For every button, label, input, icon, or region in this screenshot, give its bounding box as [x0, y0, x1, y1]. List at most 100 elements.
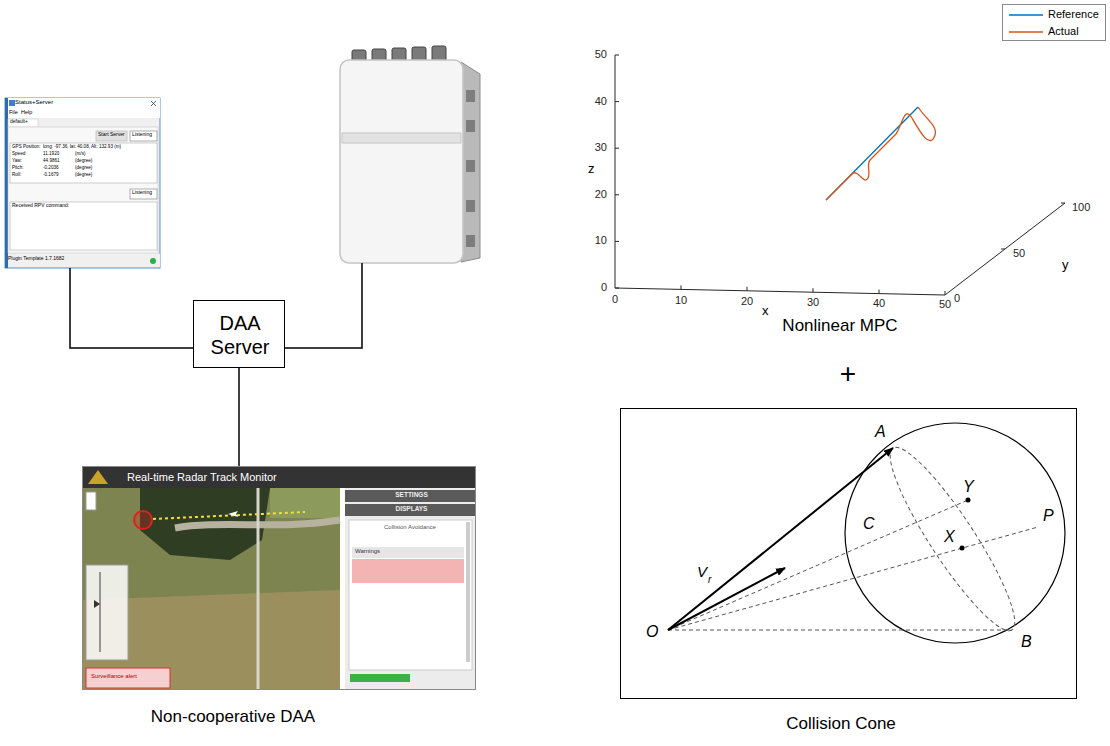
radar-device	[466, 235, 475, 247]
legend-text: Actual	[1048, 25, 1079, 38]
menu-item: Help	[21, 109, 32, 115]
collision-cone-drawing	[875, 436, 1031, 642]
figure-caption: Collision Cone	[741, 714, 941, 734]
mpc-plot	[681, 285, 945, 295]
server-window-screenshot	[151, 101, 156, 106]
radar-device	[340, 60, 463, 263]
legend-samples	[1003, 5, 1047, 41]
server-window-screenshot	[5, 98, 160, 268]
radar-track-monitor-screenshot	[86, 492, 96, 510]
radar-track-monitor-screenshot	[134, 511, 152, 529]
radar-track-monitor-screenshot	[82, 488, 340, 690]
radar-track-monitor-screenshot	[82, 466, 476, 690]
figure-caption: Non-cooperative DAA	[133, 707, 333, 727]
radar-track-monitor-screenshot	[352, 547, 464, 558]
box-label: DAA Server	[198, 311, 282, 359]
field-name: Yaw:	[12, 158, 22, 163]
field-unit: (m/s)	[75, 151, 85, 156]
tick-label: 50	[1013, 247, 1025, 260]
status-field: Listening	[132, 190, 152, 196]
radar-track-monitor-screenshot	[349, 520, 472, 670]
field-value: long: -97.36, lat: 40.08, Alt: 132.93 (m…	[43, 144, 121, 149]
monitor-window: Real-time Radar Track MonitorSETTINGSDIS…	[82, 466, 476, 690]
collision-cone-drawing	[668, 448, 893, 630]
connector-line	[70, 268, 193, 348]
tick-label: 0	[587, 281, 607, 294]
field-name: Received RPV command:	[12, 203, 69, 209]
server-window-screenshot	[8, 109, 160, 118]
point-label: P	[1043, 507, 1054, 525]
server-window-screenshot	[96, 131, 127, 141]
field-value: -0.2036	[43, 165, 59, 170]
server-window-screenshot	[5, 98, 160, 268]
radar-device	[466, 200, 475, 212]
axis-name: y	[1062, 258, 1069, 273]
field-value: -0.1679	[43, 172, 59, 177]
field-value: 44.9861	[43, 158, 60, 163]
window-title: Status+Server	[15, 99, 53, 106]
plus-sign: +	[830, 358, 866, 390]
figure-caption: Nonlinear MPC	[740, 316, 940, 336]
collision-cone-box: AYCPXVrOBCollision Cone	[620, 408, 1077, 699]
status-bar-text: Plugin Template 1.7.1682	[8, 256, 64, 262]
mpc-plot	[615, 288, 945, 295]
mpc-plot	[615, 55, 619, 288]
actual-line	[826, 107, 935, 200]
point-label: X	[944, 528, 955, 546]
status-field: Listening	[132, 132, 152, 138]
connector-line	[238, 368, 240, 466]
vector-subscript: r	[708, 574, 711, 586]
radar-track-monitor-screenshot	[345, 504, 476, 516]
mpc-plot	[1001, 203, 1065, 249]
radar-device	[340, 46, 480, 263]
radar-track-monitor-screenshot	[99, 572, 101, 652]
collision-cone-drawing	[845, 423, 1065, 643]
radar-track-monitor-screenshot	[257, 488, 260, 690]
server-window-screenshot	[8, 127, 158, 253]
plot-legend: ReferenceActual	[1002, 4, 1106, 41]
field-value: 11.1920	[43, 151, 59, 156]
radar-device	[466, 90, 475, 102]
alert-text: Surveillance alert	[91, 673, 137, 680]
tick-label: 40	[864, 297, 894, 310]
server-window-screenshot	[130, 131, 157, 141]
button-label: Start Server	[98, 132, 125, 138]
radar-device	[342, 133, 461, 143]
vector-label: V	[697, 563, 707, 580]
legend-line-sample	[1009, 31, 1043, 33]
point-label: A	[875, 423, 886, 441]
radar-track-monitor-screenshot	[228, 511, 238, 517]
point-label: B	[1021, 633, 1032, 651]
field-unit: (degree)	[75, 172, 92, 177]
radar-wire	[285, 263, 362, 348]
field-name: Speed:	[12, 151, 27, 156]
server-window-screenshot	[8, 119, 38, 127]
radar-track-monitor-screenshot	[82, 466, 476, 488]
radar-track-monitor-screenshot	[466, 522, 470, 662]
tick-label: 50	[587, 48, 607, 61]
point-label: C	[863, 515, 875, 533]
radar-track-monitor-screenshot	[345, 488, 476, 690]
tick-label: 20	[587, 188, 607, 201]
radar-track-monitor-screenshot	[86, 565, 128, 660]
tick-label: 0	[954, 292, 960, 305]
collision-cone-drawing	[960, 546, 965, 551]
radar-track-monitor-screenshot	[88, 470, 108, 484]
field-name: Pitch:	[12, 165, 24, 170]
panel-row-label: Warnings	[355, 548, 380, 555]
field-unit: (degree)	[75, 158, 92, 163]
collision-cone-drawing	[668, 527, 1038, 630]
radar-device	[466, 120, 475, 132]
server-window-screenshot	[151, 101, 156, 106]
radar-track-monitor-screenshot	[350, 674, 410, 682]
panel-heading: Collision Avoidance	[351, 524, 469, 531]
mpc-plot	[615, 55, 616, 288]
tick-label: 0	[600, 293, 630, 306]
legend-line-sample	[1009, 14, 1043, 16]
legend-text: Reference	[1048, 8, 1099, 21]
